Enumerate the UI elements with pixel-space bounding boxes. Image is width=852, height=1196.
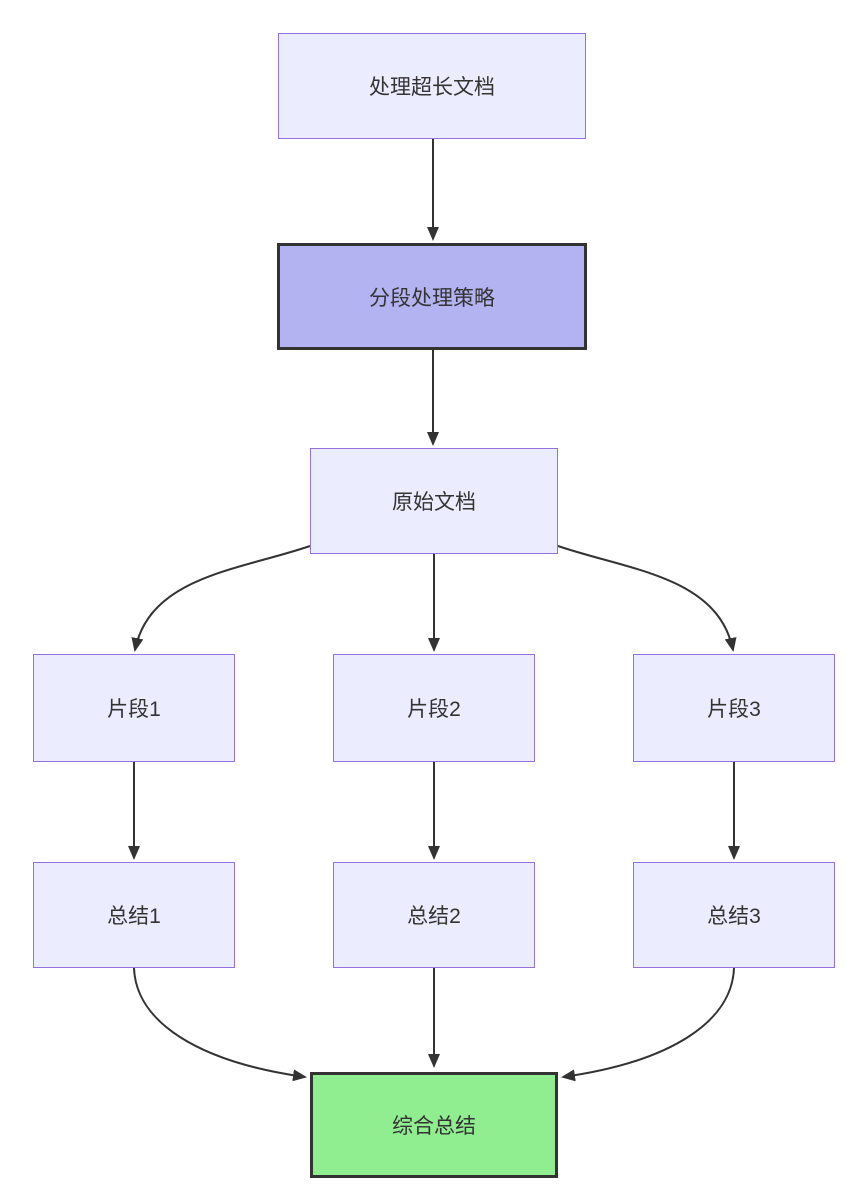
node-summary-2: 总结2	[333, 862, 535, 968]
node-combined-summary: 综合总结	[310, 1072, 558, 1178]
edge-c-f	[557, 545, 737, 652]
node-label: 片段2	[407, 698, 461, 721]
node-fragment-3: 片段3	[633, 654, 835, 762]
node-segmentation-strategy: 分段处理策略	[277, 243, 587, 350]
node-label: 处理超长文档	[369, 76, 495, 99]
node-original-document: 原始文档	[310, 448, 558, 554]
node-label: 分段处理策略	[369, 286, 495, 310]
node-process-long-document: 处理超长文档	[278, 33, 586, 139]
node-label: 总结2	[407, 905, 461, 928]
node-label: 总结1	[107, 905, 161, 928]
node-label: 片段1	[107, 698, 161, 721]
edge-c-d	[131, 545, 311, 652]
node-label: 片段3	[707, 698, 761, 721]
node-label: 综合总结	[392, 1115, 476, 1138]
node-label: 原始文档	[392, 491, 476, 514]
node-fragment-1: 片段1	[33, 654, 235, 762]
edge-i-j	[561, 967, 735, 1082]
node-fragment-2: 片段2	[333, 654, 535, 762]
node-summary-1: 总结1	[33, 862, 235, 968]
node-summary-3: 总结3	[633, 862, 835, 968]
node-label: 总结3	[707, 905, 761, 928]
edge-g-j	[133, 967, 307, 1082]
